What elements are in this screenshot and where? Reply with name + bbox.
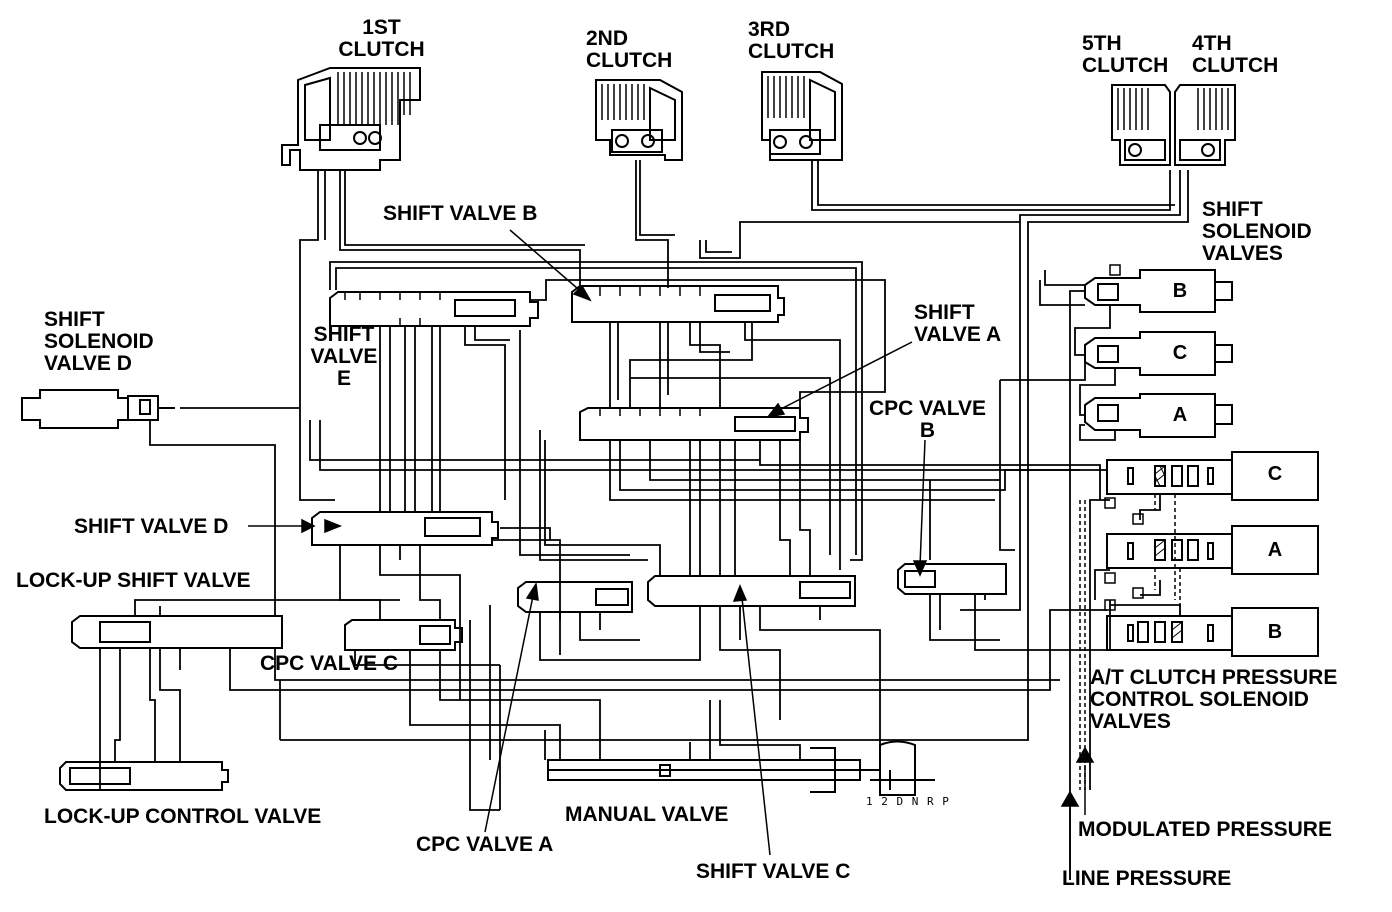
arrow-shift-valve-d-2 xyxy=(325,520,340,532)
label-cpc-valve-b: CPC VALVE B xyxy=(860,398,995,442)
label-cpc-valve-b-line2: B xyxy=(919,419,936,442)
arrow-line-pressure xyxy=(1062,792,1078,806)
label-shift-valve-e-line3: E xyxy=(336,367,351,390)
label-shift-solenoid-d: SHIFT SOLENOID VALVE D xyxy=(44,309,154,375)
label-5th-clutch-line1: 5TH xyxy=(1082,32,1122,55)
shift-solenoid-b xyxy=(1085,270,1232,312)
label-shift-solenoid-d-line2: SOLENOID xyxy=(44,330,154,353)
pc-solenoid-a-letter: A xyxy=(1267,539,1283,561)
label-2nd-clutch: 2ND CLUTCH xyxy=(586,28,672,72)
label-cpc-valve-c: CPC VALVE C xyxy=(260,652,399,675)
label-shift-valve-d: SHIFT VALVE D xyxy=(74,515,229,538)
shift-solenoid-d xyxy=(22,390,175,428)
label-shift-valve-b: SHIFT VALVE B xyxy=(383,202,538,225)
label-manual-valve: MANUAL VALVE xyxy=(565,803,729,826)
arrow-modulated-pressure xyxy=(1077,748,1093,762)
label-lockup-shift-valve: LOCK-UP SHIFT VALVE xyxy=(16,569,251,592)
label-shift-solenoid-valves-line3: VALVES xyxy=(1202,242,1283,265)
hydraulic-lines xyxy=(100,160,1188,880)
solenoid-b-letter: B xyxy=(1172,280,1188,302)
leader-lines xyxy=(248,230,1093,880)
lockup-shift-valve xyxy=(72,616,282,648)
shift-solenoid-c xyxy=(1085,332,1232,375)
label-2nd-clutch-line1: 2ND xyxy=(586,27,629,50)
clutch-5th-4th xyxy=(1112,85,1235,165)
leader-shift-valve-c xyxy=(742,598,770,855)
label-shift-valve-e-line2: VALVE xyxy=(310,345,378,368)
shift-solenoid-a xyxy=(1085,394,1232,437)
arrow-cpc-valve-b xyxy=(914,561,926,575)
label-at-clutch-line2: CONTROL SOLENOID xyxy=(1090,688,1309,711)
leader-cpc-valve-b xyxy=(920,440,925,566)
pc-solenoid-c-letter: C xyxy=(1267,463,1283,485)
solenoid-c-letter: C xyxy=(1172,342,1188,364)
label-shift-valve-a-line1: SHIFT xyxy=(914,301,975,324)
label-at-clutch-pressure: A/T CLUTCH PRESSURE CONTROL SOLENOID VAL… xyxy=(1090,667,1337,733)
label-4th-clutch-line1: 4TH xyxy=(1192,32,1232,55)
label-shift-solenoid-valves: SHIFT SOLENOID VALVES xyxy=(1202,199,1312,265)
label-cpc-valve-b-line1: CPC VALVE xyxy=(868,397,987,420)
label-cpc-valve-a: CPC VALVE A xyxy=(416,833,554,856)
label-lockup-control-valve: LOCK-UP CONTROL VALVE xyxy=(44,805,322,828)
label-shift-solenoid-valves-line1: SHIFT xyxy=(1202,198,1263,221)
label-modulated-pressure: MODULATED PRESSURE xyxy=(1078,818,1332,841)
pc-solenoid-b xyxy=(1107,608,1318,656)
shift-valve-b xyxy=(572,286,784,322)
pc-solenoid-c xyxy=(1107,452,1318,500)
label-1st-clutch: 1ST CLUTCH xyxy=(334,17,429,61)
label-2nd-clutch-line2: CLUTCH xyxy=(586,49,673,72)
lockup-control-valve xyxy=(60,762,228,790)
label-shift-valve-a-line2: VALVE A xyxy=(914,323,1002,346)
label-shift-solenoid-valves-line2: SOLENOID xyxy=(1202,220,1312,243)
label-shift-valve-e: SHIFT VALVE E xyxy=(308,324,380,390)
label-4th-clutch: 4TH CLUTCH xyxy=(1192,33,1278,77)
pc-solenoid-b-letter: B xyxy=(1267,621,1283,643)
manual-valve-positions: 1 2 D N R P xyxy=(866,795,950,808)
pc-solenoid-a xyxy=(1107,526,1318,574)
leader-shift-valve-a xyxy=(775,342,912,412)
clutch-3rd xyxy=(762,72,842,160)
label-shift-solenoid-d-line3: VALVE D xyxy=(44,352,132,375)
cpc-valve-b xyxy=(898,564,1006,594)
label-3rd-clutch: 3RD CLUTCH xyxy=(748,19,834,63)
cpc-valve-c xyxy=(345,620,462,650)
label-1st-clutch-line1: 1ST xyxy=(362,16,401,39)
label-5th-clutch-line2: CLUTCH xyxy=(1082,54,1169,77)
arrow-shift-valve-b xyxy=(574,286,590,300)
shift-valve-d xyxy=(312,512,498,545)
label-5th-clutch: 5TH CLUTCH xyxy=(1082,33,1168,77)
arrow-shift-valve-c xyxy=(734,586,746,601)
arrow-shift-valve-a xyxy=(768,404,784,417)
leader-shift-valve-b xyxy=(510,230,585,295)
arrow-cpc-valve-a xyxy=(527,584,538,600)
label-1st-clutch-line2: CLUTCH xyxy=(338,38,425,61)
arrow-shift-valve-d xyxy=(302,520,314,532)
cpc-valve-a xyxy=(518,582,632,612)
label-shift-valve-c: SHIFT VALVE C xyxy=(696,860,851,883)
label-3rd-clutch-line1: 3RD xyxy=(748,18,791,41)
label-at-clutch-line1: A/T CLUTCH PRESSURE xyxy=(1090,666,1338,689)
manual-valve xyxy=(548,742,935,796)
label-shift-solenoid-d-line1: SHIFT xyxy=(44,308,105,331)
label-shift-valve-e-line1: SHIFT xyxy=(313,323,375,346)
label-4th-clutch-line2: CLUTCH xyxy=(1192,54,1279,77)
solenoid-a-letter: A xyxy=(1172,404,1188,426)
port-squares xyxy=(1105,265,1143,610)
shift-valve-e xyxy=(330,292,538,326)
leader-cpc-valve-a xyxy=(485,596,533,832)
label-3rd-clutch-line2: CLUTCH xyxy=(748,40,835,63)
label-line-pressure: LINE PRESSURE xyxy=(1062,867,1232,890)
clutch-2nd xyxy=(596,80,682,160)
dashed-pipes xyxy=(1080,494,1180,790)
shift-valve-c xyxy=(648,576,855,606)
label-at-clutch-line3: VALVES xyxy=(1090,710,1171,733)
label-shift-valve-a: SHIFT VALVE A xyxy=(914,302,1001,346)
clutch-1st xyxy=(282,68,420,170)
